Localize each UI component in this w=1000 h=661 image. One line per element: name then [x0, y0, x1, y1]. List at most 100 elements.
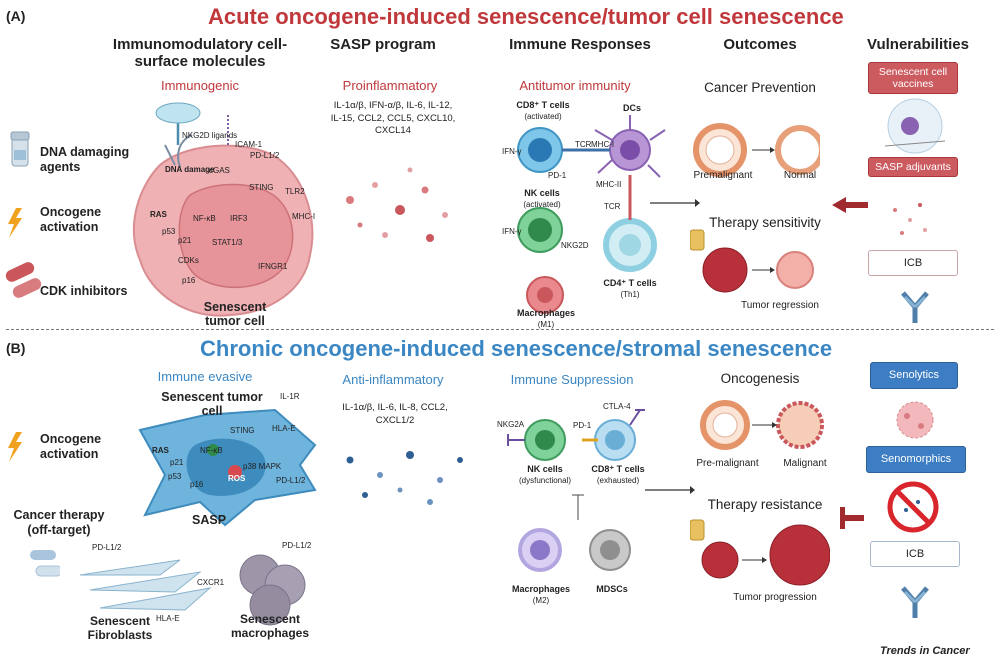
- inhibition-bar-b: [840, 507, 864, 529]
- label-pd-1-a: PD-1: [548, 171, 567, 180]
- driver-cdk-inhibitors: CDK inhibitors: [40, 284, 128, 298]
- sasp-label-b: SASP: [192, 513, 227, 527]
- node-nfkb-b: NF-κB: [200, 446, 223, 455]
- label-mdscs: MDSCs: [596, 584, 628, 594]
- lightning-icon-a: [8, 208, 22, 238]
- subheader-immunogenic: Immunogenic: [160, 78, 240, 93]
- label-mhc-i-dc: MHC-I: [591, 140, 615, 149]
- label-normal: Normal: [783, 170, 817, 181]
- node-cgas: cGAS: [209, 166, 230, 175]
- outcome-cancer-prevention: Cancer Prevention: [704, 80, 816, 95]
- panel-b-driver-icons: [8, 432, 60, 577]
- header-outcomes: Outcomes: [723, 36, 797, 53]
- label-tumor-progression: Tumor progression: [733, 592, 817, 603]
- cell-label-a: Senescent tumor cell: [203, 300, 267, 328]
- panel-a-title: Acute oncogene-induced senescence/tumor …: [208, 4, 844, 29]
- senescent-tumor-cell-a: [132, 102, 314, 317]
- vuln-icb-a: ICB: [868, 250, 958, 276]
- label-malignant: Malignant: [783, 458, 827, 469]
- pill-icon: [5, 262, 42, 298]
- panel-divider: [6, 329, 994, 330]
- lightning-icon-b: [8, 432, 22, 462]
- header-vulnerabilities: Vulnerabilities: [867, 36, 969, 53]
- label-cd4: CD4⁺ T cells(Th1): [603, 278, 657, 299]
- adjuvant-dots: [893, 203, 927, 235]
- sasp-dots-b: [346, 451, 463, 505]
- node-ras-b: RAS: [152, 446, 169, 455]
- outcome-oncogenesis: Oncogenesis: [720, 371, 800, 386]
- label-pd-1-b: PD-1: [573, 421, 592, 430]
- node-stat: STAT1/3: [212, 238, 243, 247]
- vial-icon: [10, 131, 30, 167]
- panel-b-title: Chronic oncogene-induced senescence/stro…: [200, 336, 833, 361]
- label-cd8-b: CD8⁺ T cells(exhausted): [591, 464, 645, 485]
- node-p16-a: p16: [182, 276, 196, 285]
- arrow-vulnerability-a: [832, 197, 868, 213]
- antibody-icon-b: [901, 586, 929, 618]
- label-macrophages-m2: Macrophages(M2): [511, 584, 571, 605]
- cytokines-a: IL-1α/β, IFN-α/β, IL-6, IL-12, IL-15, CC…: [330, 100, 456, 136]
- outcome-therapy-sensitivity: Therapy sensitivity: [709, 215, 821, 230]
- sasp-dots-a: [346, 167, 448, 242]
- cell-label-b: Senescent tumor cell: [161, 390, 263, 418]
- vuln-senolytics: Senolytics: [870, 362, 958, 389]
- label-pd-l1-2-mac: PD-L1/2: [282, 541, 312, 550]
- label-ctla-4: CTLA-4: [603, 402, 631, 411]
- brand-trends-in-cancer: Trends in Cancer: [880, 645, 970, 657]
- node-dna-damage: DNA damage: [165, 165, 215, 174]
- subheader-proinflammatory: Proinflammatory: [342, 78, 438, 93]
- cytokines-b: IL-1α/β, IL-6, IL-8, CCL2, CXCL1/2: [342, 402, 448, 426]
- antibody-icon-a: [901, 291, 929, 323]
- no-symbol-icon: [887, 481, 939, 533]
- label-premalignant-a: Premalignant: [693, 170, 753, 181]
- node-p21-b: p21: [170, 458, 184, 467]
- label-mhc-i-a: MHC-I: [292, 212, 316, 221]
- outcome-graphics-b: [690, 400, 830, 586]
- immune-cells-b: [507, 409, 695, 572]
- subheader-immune-suppression: Immune Suppression: [510, 372, 634, 387]
- label-ifngr1: IFNGR1: [258, 262, 288, 271]
- label-premalignant-b: Pre-malignant: [696, 458, 759, 469]
- label-nk-a: NK cells(activated): [523, 188, 561, 209]
- node-sting-b: STING: [230, 426, 255, 435]
- node-cdks: CDKs: [178, 256, 199, 265]
- driver-cancer-therapy: Cancer therapy (off-target): [13, 508, 105, 537]
- label-il-1r: IL-1R: [280, 392, 300, 401]
- label-nk-b: NK cells(dysfunctional): [518, 464, 572, 485]
- label-nkg2d-ligands: NKG2D ligands: [182, 131, 238, 140]
- vuln-icb-b: ICB: [870, 541, 960, 567]
- immune-cells-a: [517, 115, 700, 314]
- node-irf3: IRF3: [230, 214, 248, 223]
- node-ras-a: RAS: [150, 210, 167, 219]
- label-tcr-1: TCR: [575, 140, 592, 149]
- panel-b-label: (B): [6, 340, 26, 356]
- label-ifng-2: IFN-γ: [502, 227, 522, 236]
- stromal-cells-b: [79, 554, 306, 626]
- senescent-tumor-cell-b: [138, 408, 317, 527]
- senolytic-graphic: [896, 401, 934, 439]
- label-tumor-regression: Tumor regression: [741, 300, 819, 311]
- label-nkg2a: NKG2A: [497, 420, 525, 429]
- label-tcr-2: TCR: [604, 202, 621, 211]
- label-icam-1: ICAM-1: [235, 140, 263, 149]
- label-ifng-1: IFN-γ: [502, 147, 522, 156]
- header-surface: Immunomodulatory cell-surface molecules: [112, 36, 288, 70]
- label-tlr2: TLR2: [285, 187, 305, 196]
- label-hla-e-tumor: HLA-E: [272, 424, 296, 433]
- node-nfkb-a: NF-κB: [193, 214, 216, 223]
- subheader-anti-inflammatory: Anti-inflammatory: [342, 372, 444, 387]
- driver-oncogene-b: Oncogene activation: [40, 432, 102, 461]
- outcome-graphics-a: [690, 123, 820, 293]
- label-nkg2d: NKG2D: [561, 241, 589, 250]
- label-cd8-a: CD8⁺ T cells(activated): [516, 100, 570, 121]
- label-dcs: DCs: [622, 103, 641, 113]
- subheader-antitumor: Antitumor immunity: [519, 78, 631, 93]
- vuln-senescent-cell-vaccines: Senescent cell vaccines: [868, 62, 958, 94]
- subheader-immune-evasive: Immune evasive: [157, 369, 253, 384]
- label-pd-l1-2-a: PD-L1/2: [250, 151, 280, 160]
- node-p53-a: p53: [162, 227, 176, 236]
- vuln-sasp-adjuvants: SASP adjuvants: [868, 157, 958, 177]
- driver-oncogene-a: Oncogene activation: [40, 205, 102, 234]
- capsule-icon: [30, 550, 60, 577]
- vuln-senomorphics: Senomorphics: [866, 446, 966, 473]
